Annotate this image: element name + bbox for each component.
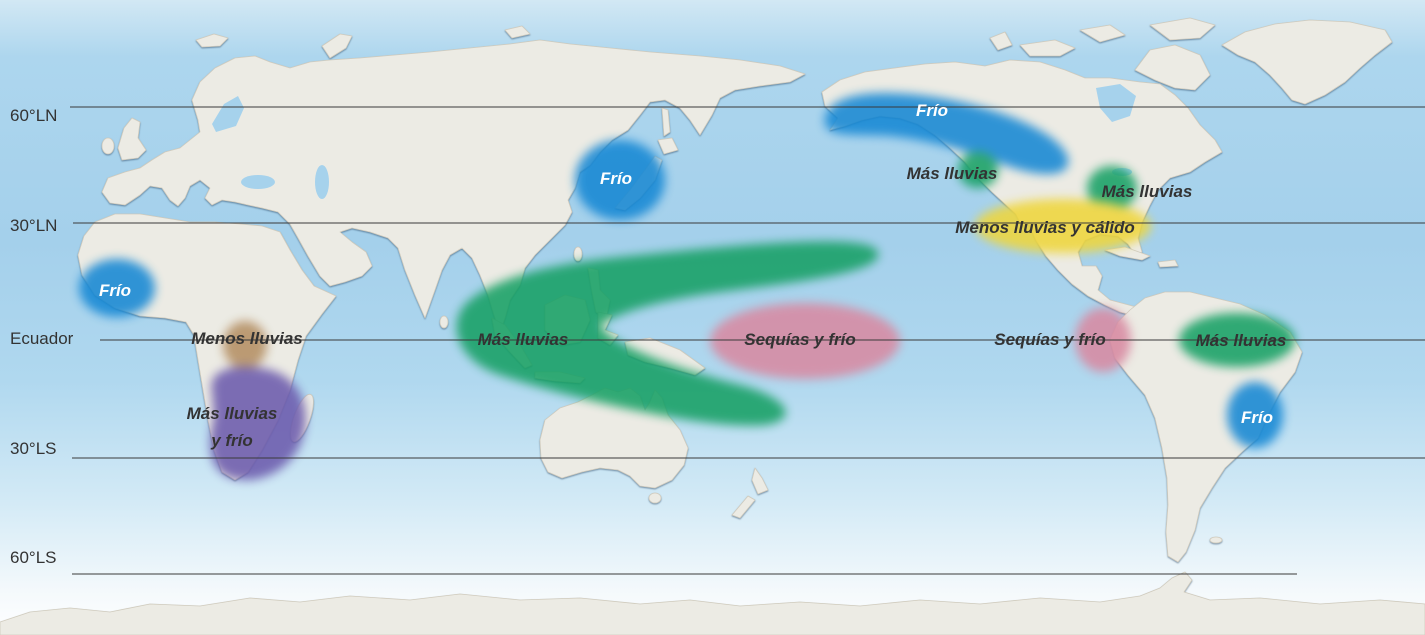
ireland-island (101, 137, 115, 155)
more-rain-zone-ohio-valley (1087, 166, 1137, 210)
zone-label-drought-pacific: Sequías y frío (744, 330, 855, 349)
banks-island (989, 31, 1013, 51)
taiwan-island (573, 246, 583, 262)
victoria-island (1019, 39, 1076, 57)
zone-label-more-rain-brazil: Más lluvias (1196, 331, 1287, 350)
rain-cold-zone-southern-africa (210, 366, 306, 481)
latitude-label-30s: 30°LS (10, 439, 57, 458)
latitude-label-30n: 30°LN (10, 216, 57, 235)
falkland-islands (1209, 536, 1223, 544)
baffin-island (1134, 44, 1211, 91)
latitude-label-60n: 60°LN (10, 106, 57, 125)
sri-lanka-island (439, 315, 449, 329)
zone-label-more-rain-indonesia: Más lluvias (478, 330, 569, 349)
ellesmere-island (1149, 17, 1216, 41)
novaya-zemlya-island (321, 33, 353, 59)
zone-label-rain-cold-line-1: Más lluvias (187, 404, 278, 423)
zone-label-cold-japan: Frío (600, 169, 632, 188)
new-zealand-north-island (751, 467, 769, 495)
more-rain-zone-indonesia (456, 241, 879, 426)
less-rain-zone-central-africa (223, 321, 267, 369)
svalbard-island (195, 33, 229, 48)
greenland-landmass (1221, 19, 1393, 105)
drought-cold-zone-central-pacific (710, 303, 900, 379)
caspian-sea (315, 165, 329, 199)
dry-warm-zone-southern-us (975, 199, 1151, 253)
zone-label-cold-brazil: Frío (1241, 408, 1273, 427)
zone-label-less-rain-africa: Menos lluvias (191, 329, 302, 348)
zone-label-dry-warm: Menos lluvias y cálido (955, 218, 1135, 237)
hispaniola-island (1157, 259, 1179, 268)
severnaya-zemlya-island (504, 25, 531, 39)
cold-zone-japan (575, 140, 665, 220)
latitude-label-60s: 60°LS (10, 548, 57, 567)
hudson-bay (1096, 84, 1136, 122)
cuba-island (1104, 246, 1151, 261)
zone-label-drought-peru: Sequías y frío (994, 330, 1105, 349)
japan-hokkaido-island (657, 137, 679, 155)
black-sea (241, 175, 275, 189)
new-zealand-south-island (731, 495, 756, 519)
arctic-island (1079, 24, 1126, 43)
cold-zone-north-america (824, 92, 1069, 175)
antarctica-landmass (0, 571, 1425, 635)
zone-label-cold-west-africa: Frío (99, 281, 131, 300)
british-isles (117, 117, 147, 161)
cold-zone-west-africa (79, 259, 155, 317)
eurasia-landmass (101, 39, 806, 333)
equator-label: Ecuador (10, 329, 74, 348)
zone-label-cold-north-america: Frío (916, 101, 948, 120)
zone-label-more-rain-northwest: Más lluvias (907, 164, 998, 183)
zone-label-more-rain-east: Más lluvias (1102, 182, 1193, 201)
zone-label-rain-cold-line-2: y frío (210, 431, 253, 450)
tasmania-island (648, 492, 662, 504)
more-rain-zone-northwest-us (958, 152, 998, 188)
baltic-sea (212, 96, 244, 132)
sakhalin-island (661, 107, 671, 137)
cold-zone-southern-brazil (1227, 382, 1283, 448)
